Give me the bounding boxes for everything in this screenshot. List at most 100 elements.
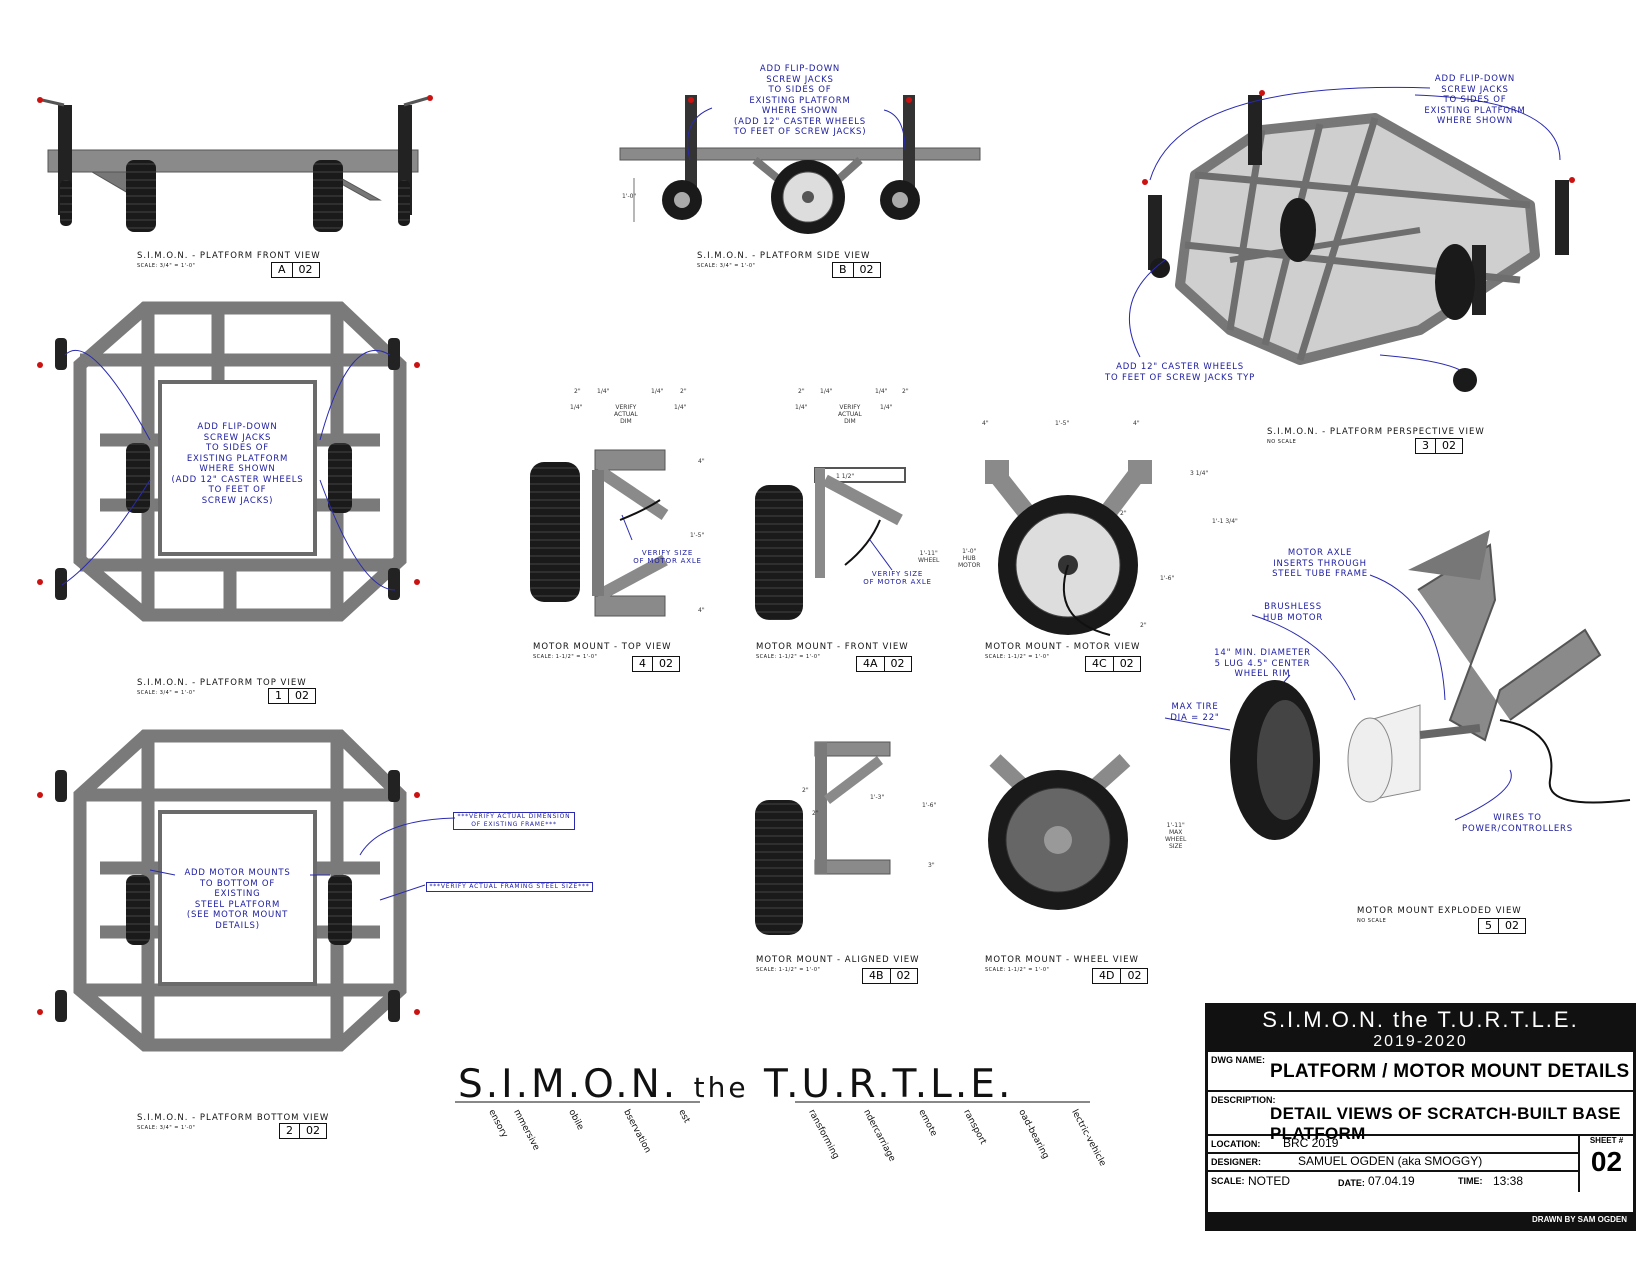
- platform-perspective-view: [1142, 90, 1575, 392]
- dwg-name: PLATFORM / MOTOR MOUNT DETAILS: [1270, 1061, 1630, 1082]
- dim-v4c-3: 3 1/4": [1190, 470, 1209, 477]
- simon-logo: S.I.M.O.N. the T.U.R.T.L.E.: [458, 1062, 1014, 1107]
- note-persp-caster: ADD 12" CASTER WHEELS TO FEET OF SCREW J…: [1104, 362, 1256, 383]
- dim-v4c-5: 1'-11" WHEEL: [918, 550, 940, 564]
- note-verify-axle-4a: VERIFY SIZE OF MOTOR AXLE: [863, 570, 932, 586]
- dim-v4a-6: 2": [902, 388, 909, 395]
- platform-side-view: [619, 95, 981, 234]
- note-tire: MAX TIRE DIA = 22": [1170, 702, 1220, 723]
- dim-v4c-4: 1'-1 3/4": [1212, 518, 1238, 525]
- dim-v4-2: 1/4": [570, 404, 583, 411]
- date: 07.04.19: [1368, 1174, 1415, 1188]
- dim-v4a-0: 2": [798, 388, 805, 395]
- sheet-label: SHEET #: [1589, 1136, 1624, 1145]
- dim-v4-9: 4": [698, 607, 705, 614]
- dim-v4b-0: 2": [802, 787, 809, 794]
- time: 13:38: [1493, 1174, 1524, 1188]
- dim-v4-5: 1/4": [674, 404, 687, 411]
- note-wires: WIRES TO POWER/CONTROLLERS: [1462, 813, 1573, 834]
- note-verify-steel: ***VERIFY ACTUAL FRAMING STEEL SIZE***: [426, 882, 593, 892]
- dim-v4a-5: 1/4": [880, 404, 893, 411]
- scale-label: SCALE:: [1211, 1176, 1245, 1186]
- scale-row: SCALE: NOTED DATE: 07.04.19 TIME: 13:38: [1208, 1172, 1578, 1192]
- designer-label: DESIGNER:: [1211, 1157, 1262, 1167]
- note-bottom-mounts: ADD MOTOR MOUNTS TO BOTTOM OF EXISTING S…: [184, 868, 291, 931]
- dim-v4-3: VERIFY ACTUAL DIM: [614, 404, 638, 425]
- project-years: 2019-2020: [1373, 1033, 1468, 1050]
- sheet-number: 02: [1590, 1146, 1623, 1177]
- dim-v4c-0: 4": [982, 420, 989, 427]
- designer-row: DESIGNER: SAMUEL OGDEN (aka SMOGGY): [1208, 1154, 1578, 1172]
- dim-v4-6: 2": [680, 388, 687, 395]
- project-name: S.I.M.O.N. the T.U.R.T.L.E.: [1262, 1007, 1579, 1032]
- dwg-name-row: DWG NAME: PLATFORM / MOTOR MOUNT DETAILS: [1208, 1052, 1633, 1092]
- dim-v4-4: 1/4": [651, 388, 664, 395]
- title-block: S.I.M.O.N. the T.U.R.T.L.E. 2019-2020 DW…: [1205, 1003, 1636, 1231]
- dim-v4a-7: 1 1/2": [836, 473, 855, 480]
- dim-v4c-7: 1'-6": [1160, 575, 1175, 582]
- location: BRC 2019: [1283, 1136, 1339, 1150]
- note-persp-jacks: ADD FLIP-DOWN SCREW JACKS TO SIDES OF EX…: [1424, 74, 1526, 126]
- dim-v4-0: 2": [574, 388, 581, 395]
- note-hub: BRUSHLESS HUB MOTOR: [1262, 602, 1324, 623]
- dim-v4-8: 1'-5": [690, 532, 705, 539]
- platform-front-view: [37, 95, 433, 232]
- location-row: LOCATION: BRC 2019: [1208, 1136, 1578, 1154]
- designer: SAMUEL OGDEN (aka SMOGGY): [1298, 1154, 1483, 1168]
- motor-mount-wheel-view: [988, 754, 1131, 910]
- note-side-jacks: ADD FLIP-DOWN SCREW JACKS TO SIDES OF EX…: [733, 64, 867, 137]
- dim-v4-1: 1/4": [597, 388, 610, 395]
- platform-bottom-view: [37, 729, 420, 1052]
- dim-v4c-6: 1'-0" HUB MOTOR: [958, 548, 981, 569]
- note-rim: 14" MIN. DIAMETER 5 LUG 4.5" CENTER WHEE…: [1214, 648, 1311, 679]
- location-label: LOCATION:: [1211, 1139, 1261, 1149]
- dim-v4a-2: 1/4": [795, 404, 808, 411]
- title-block-header: S.I.M.O.N. the T.U.R.T.L.E. 2019-2020: [1208, 1006, 1633, 1052]
- dim-v4a-1: 1/4": [820, 388, 833, 395]
- motor-mount-top-view: [530, 449, 669, 617]
- dim-v4c-8: 2": [1120, 510, 1127, 517]
- note-top-jacks: ADD FLIP-DOWN SCREW JACKS TO SIDES OF EX…: [171, 422, 304, 506]
- dim-v4c-2: 4": [1133, 420, 1140, 427]
- dim-v4b-2: 1'-3": [870, 794, 885, 801]
- dwg-name-label: DWG NAME:: [1211, 1055, 1265, 1065]
- motor-mount-exploded-view: [1230, 530, 1631, 840]
- dim-v4c-1: 1'-5": [1055, 420, 1070, 427]
- dim-v4a-3: VERIFY ACTUAL DIM: [838, 404, 862, 425]
- date-label: DATE:: [1338, 1178, 1365, 1188]
- note-verify-axle-4: VERIFY SIZE OF MOTOR AXLE: [633, 549, 702, 565]
- dim-v4b-1: 2": [812, 810, 819, 817]
- dim-v4-7: 4": [698, 458, 705, 465]
- note-verify-dim: ***VERIFY ACTUAL DIMENSION OF EXISTING F…: [453, 812, 575, 830]
- scale: NOTED: [1248, 1174, 1290, 1188]
- dim-v4b-4: 3": [928, 862, 935, 869]
- dim-v4a-4: 1/4": [875, 388, 888, 395]
- motor-mount-motor-view: [985, 460, 1152, 636]
- description: DETAIL VIEWS OF SCRATCH-BUILT BASE PLATF…: [1270, 1104, 1621, 1143]
- dim-b-height: 1'-0": [622, 193, 637, 200]
- motor-mount-aligned-view: [755, 741, 891, 935]
- leader-lines: [61, 86, 1561, 901]
- dim-v4b-3: 1'-6": [922, 802, 937, 809]
